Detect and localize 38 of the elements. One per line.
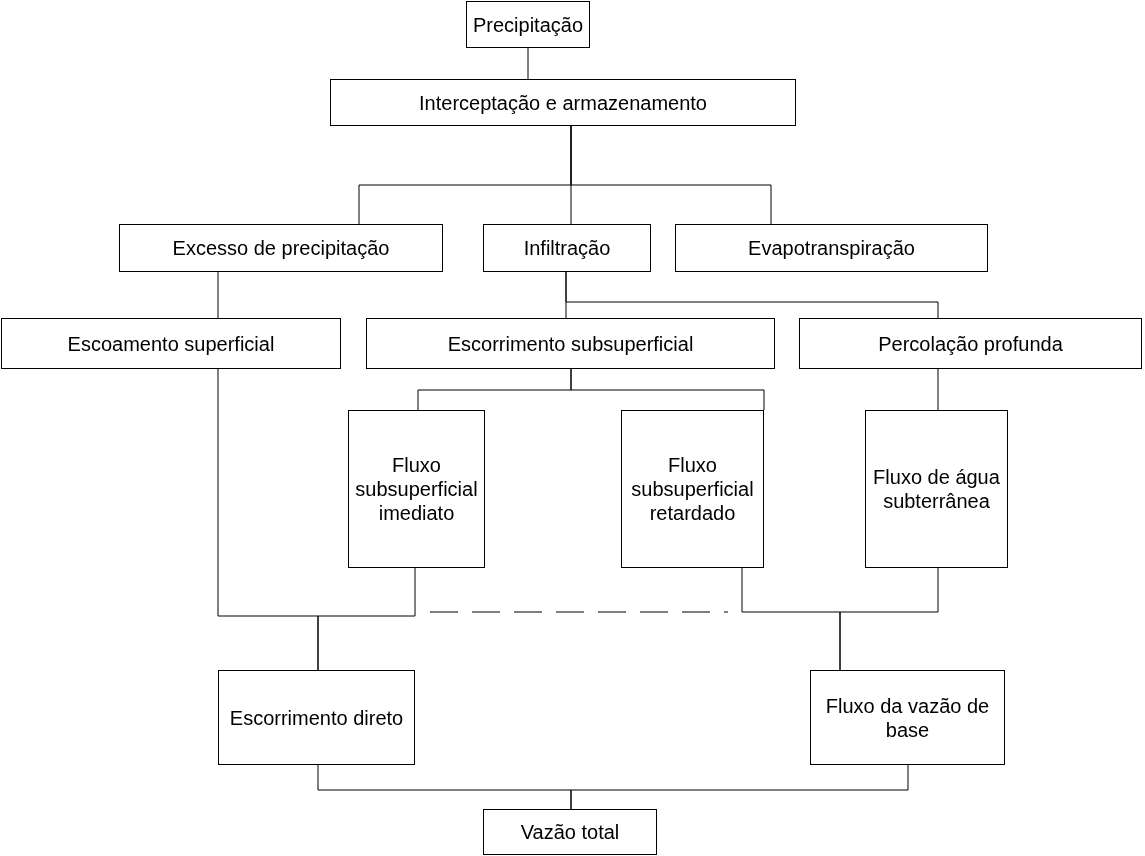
process-box (621, 410, 764, 568)
box-label: Precipitação (472, 12, 584, 37)
connector (570, 125, 772, 225)
process-box (675, 224, 988, 272)
box-label: Escorrimento subsuperficial (447, 331, 694, 356)
process-box (119, 224, 443, 272)
process-box (1, 318, 341, 369)
box-label: Interceptação e armazenamento (419, 90, 707, 115)
box-label: Infiltração (523, 236, 611, 260)
box-label: Vazão total (520, 820, 620, 844)
process-box (483, 224, 651, 272)
dashed-connector (429, 611, 729, 613)
process-box (366, 318, 775, 369)
process-box (799, 318, 1142, 369)
connector (317, 567, 416, 671)
process-box (466, 1, 590, 48)
box-label: Excesso de precipitação (172, 236, 390, 260)
process-box (483, 809, 657, 855)
process-box (218, 670, 415, 765)
connector (565, 271, 939, 319)
process-box (865, 410, 1008, 568)
connector (527, 47, 529, 80)
box-label: Fluxo subsuperficial imediato (354, 453, 479, 525)
box-label: Evapotranspiração (748, 236, 915, 260)
box-label: Percolação profunda (878, 331, 1063, 356)
box-label: Escorrimento direto (229, 705, 404, 730)
box-label: Fluxo subsuperficial retardado (630, 453, 755, 525)
connector (570, 764, 909, 810)
box-label: Fluxo de água subterrânea (872, 465, 1001, 513)
box-label: Fluxo da vazão de base (824, 693, 991, 742)
connector (570, 368, 765, 411)
process-box (810, 670, 1005, 765)
connector (937, 368, 939, 411)
connector (217, 271, 219, 319)
process-box (330, 79, 796, 126)
process-box (348, 410, 485, 568)
box-label: Escoamento superficial (67, 331, 275, 356)
connector (839, 567, 939, 671)
